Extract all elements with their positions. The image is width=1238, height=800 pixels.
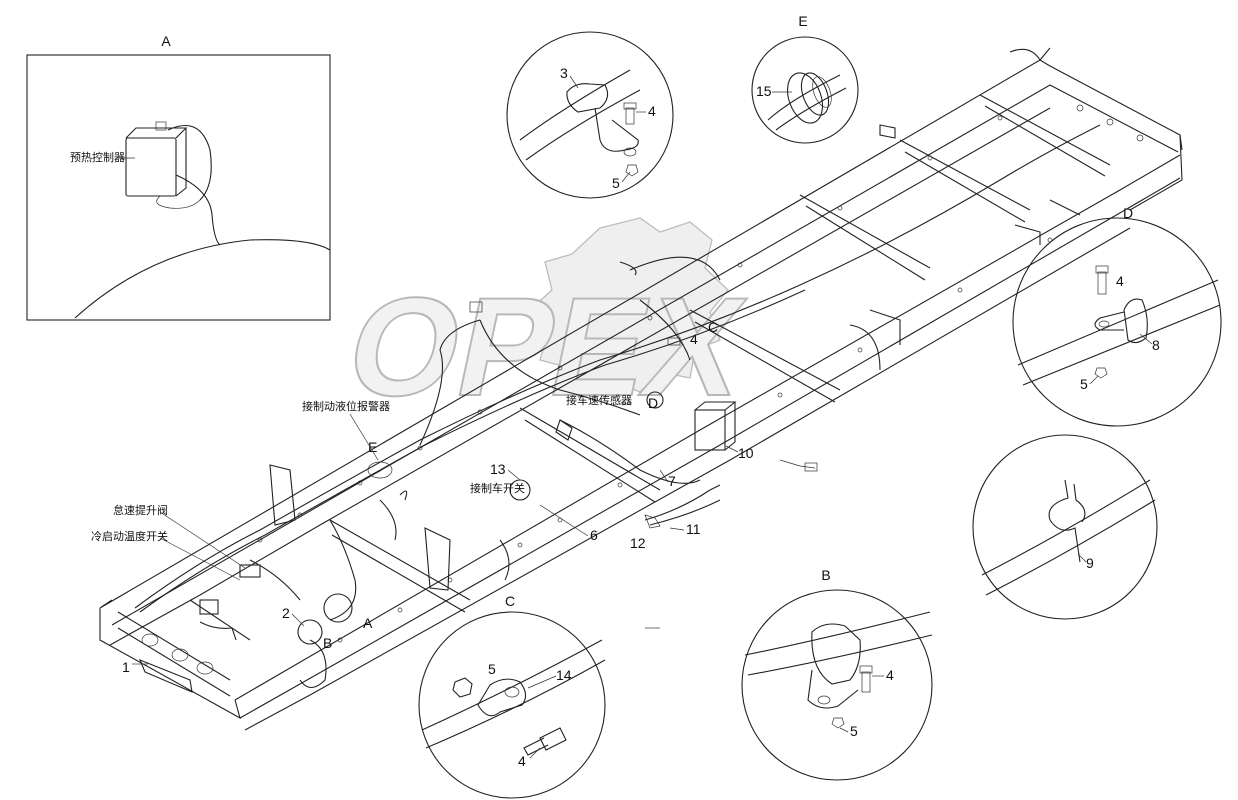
bolt-c bbox=[523, 727, 567, 756]
part-4: 4 bbox=[690, 331, 698, 347]
detail-view-a: A 预热控制器 bbox=[26, 33, 331, 321]
nut-5 bbox=[625, 164, 639, 177]
bracket bbox=[594, 107, 639, 152]
nut-b bbox=[831, 717, 845, 729]
rail-right-top bbox=[234, 154, 1181, 701]
clamp bbox=[566, 83, 609, 113]
detail-a-wire bbox=[175, 174, 221, 246]
detail-a-title: A bbox=[161, 33, 171, 49]
svg-text:D: D bbox=[648, 395, 658, 411]
bolt-d bbox=[1097, 271, 1107, 295]
crossmember-5 bbox=[899, 139, 1031, 223]
part-10: 10 bbox=[738, 445, 754, 461]
cold-start-temp-switch-label: 冷启动温度开关 bbox=[91, 529, 168, 543]
brake-fluid-alarm-label: 接制动液位报警器 bbox=[302, 399, 390, 413]
detail-a-marker-circle bbox=[323, 593, 353, 623]
svg-text:C: C bbox=[505, 593, 515, 609]
crossmember-4 bbox=[799, 194, 931, 281]
part-12: 12 bbox=[630, 535, 646, 551]
chassis-frame bbox=[99, 47, 1183, 731]
brake-switch-label: 接制车开关 bbox=[470, 481, 525, 495]
svg-text:5: 5 bbox=[850, 723, 858, 739]
detail-clip-9: 9 bbox=[972, 434, 1158, 620]
rail-holes bbox=[257, 104, 1144, 643]
crossmember-1 bbox=[329, 519, 471, 613]
detail-circle-top-left bbox=[506, 31, 674, 199]
clip bbox=[1048, 479, 1081, 563]
part-13: 13 bbox=[490, 461, 506, 477]
svg-text:4: 4 bbox=[518, 753, 526, 769]
svg-text:5: 5 bbox=[1080, 376, 1088, 392]
svg-text:E: E bbox=[368, 439, 377, 455]
detail-a-frame-arc bbox=[74, 239, 331, 319]
crossmember-2 bbox=[519, 407, 661, 503]
spring-bracket-rear bbox=[849, 309, 901, 371]
nut-c bbox=[452, 677, 473, 698]
clamp-d bbox=[1123, 298, 1148, 344]
detail-view-d: D 4 8 5 bbox=[1012, 205, 1222, 427]
svg-text:8: 8 bbox=[1152, 337, 1160, 353]
svg-text:4: 4 bbox=[648, 103, 656, 119]
speed-sensor-label: 接车速传感器 bbox=[566, 393, 632, 407]
svg-text:4: 4 bbox=[886, 667, 894, 683]
part-2: 2 bbox=[282, 605, 290, 621]
bolt-b bbox=[861, 671, 871, 693]
grommet bbox=[786, 72, 824, 124]
crossmember-3 bbox=[689, 309, 841, 403]
bolt-4 bbox=[625, 107, 635, 125]
svg-text:14: 14 bbox=[556, 667, 572, 683]
bracket-c bbox=[477, 678, 527, 717]
part-7: 7 bbox=[668, 473, 676, 489]
svg-text:15: 15 bbox=[756, 83, 772, 99]
controller-10 bbox=[694, 409, 726, 451]
watermark: OPEX bbox=[334, 217, 758, 427]
preheat-controller-label: 预热控制器 bbox=[70, 150, 125, 164]
spring-bracket-front bbox=[269, 464, 296, 526]
main-harness bbox=[134, 124, 1101, 609]
svg-text:D: D bbox=[1123, 205, 1133, 221]
svg-text:A: A bbox=[363, 615, 373, 631]
svg-text:4: 4 bbox=[1116, 273, 1124, 289]
detail-clamp-bracket-top: 3 4 5 bbox=[506, 31, 674, 199]
bracket-part-1 bbox=[138, 659, 193, 693]
svg-text:B: B bbox=[323, 635, 332, 651]
svg-text:C: C bbox=[708, 319, 718, 335]
part-11: 11 bbox=[686, 521, 701, 537]
idle-lift-label: 怠速提升阀 bbox=[113, 503, 168, 517]
harness-segment bbox=[519, 69, 641, 161]
detail-view-c: C 5 14 4 bbox=[418, 593, 606, 799]
detail-view-e: E 15 bbox=[751, 13, 859, 144]
nut-d bbox=[1094, 367, 1108, 379]
clamp-b bbox=[811, 623, 861, 685]
svg-text:5: 5 bbox=[612, 175, 620, 191]
idle-lift-valve bbox=[239, 564, 261, 578]
front-bumper bbox=[99, 608, 241, 720]
speed-sensor-connector bbox=[555, 419, 573, 441]
brake-pipe bbox=[644, 484, 721, 521]
wiring-harness bbox=[134, 124, 1101, 693]
detail-a-frame bbox=[26, 54, 331, 321]
svg-text:B: B bbox=[821, 567, 830, 583]
svg-text:3: 3 bbox=[560, 65, 568, 81]
tow-hook bbox=[1009, 47, 1051, 61]
part-1: 1 bbox=[122, 659, 130, 675]
svg-text:E: E bbox=[798, 13, 807, 29]
detail-b-marker-circle bbox=[297, 619, 323, 645]
preheat-controller-box bbox=[125, 137, 177, 197]
part-6: 6 bbox=[590, 527, 598, 543]
svg-text:5: 5 bbox=[488, 661, 496, 677]
svg-text:9: 9 bbox=[1086, 555, 1094, 571]
detail-view-b: B 4 5 bbox=[741, 567, 933, 781]
crossmember-6 bbox=[979, 94, 1111, 177]
